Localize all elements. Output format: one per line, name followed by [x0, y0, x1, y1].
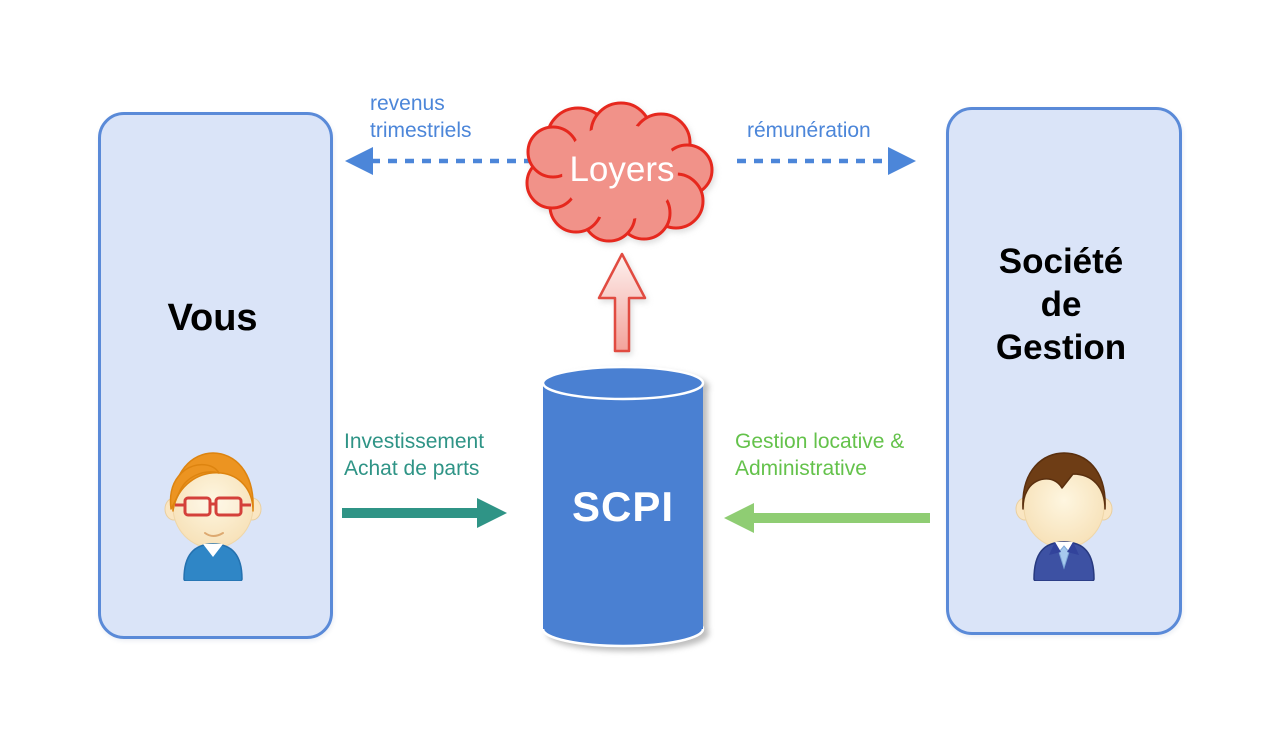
investissement-label: Investissement Achat de parts: [344, 428, 484, 482]
societe-title-line2: de: [1040, 285, 1082, 324]
revenus-label-line2: trimestriels: [370, 119, 472, 142]
investissement-arrow: [342, 498, 507, 528]
loyers-up-arrow: [597, 252, 647, 353]
investor-avatar-icon: [164, 452, 262, 581]
gestion-label: Gestion locative & Administrative: [735, 428, 904, 482]
societe-title: Société de Gestion: [946, 240, 1176, 369]
manager-avatar-icon: [1015, 452, 1113, 581]
hair-shape: [1022, 452, 1106, 510]
vous-title: Vous: [167, 297, 258, 339]
remuneration-label: rémunération: [747, 119, 871, 142]
gestion-label-line1: Gestion locative &: [735, 430, 905, 453]
revenus-label: revenus trimestriels: [370, 90, 472, 144]
gestion-arrow: [724, 503, 930, 533]
glasses-shape: [175, 496, 251, 517]
hair-shape: [169, 452, 254, 512]
tie-shape: [1058, 545, 1070, 570]
lapel-left-shape: [1049, 542, 1061, 555]
scpi-cylinder: [541, 365, 705, 648]
societe-title-line3: Gestion: [995, 328, 1127, 367]
investissement-label-line1: Investissement: [344, 430, 485, 453]
scpi-label: SCPI: [571, 483, 675, 530]
loyers-label: Loyers: [569, 150, 675, 189]
investissement-label-line2: Achat de parts: [344, 457, 480, 480]
gestion-label-line2: Administrative: [735, 457, 867, 480]
revenus-dashed-arrow: [345, 147, 533, 175]
loyers-cloud: [525, 101, 714, 243]
remuneration-dashed-arrow: [737, 147, 916, 175]
societe-title-line1: Société: [998, 242, 1124, 281]
revenus-label-line1: revenus: [370, 92, 445, 115]
lapel-right-shape: [1067, 542, 1079, 555]
